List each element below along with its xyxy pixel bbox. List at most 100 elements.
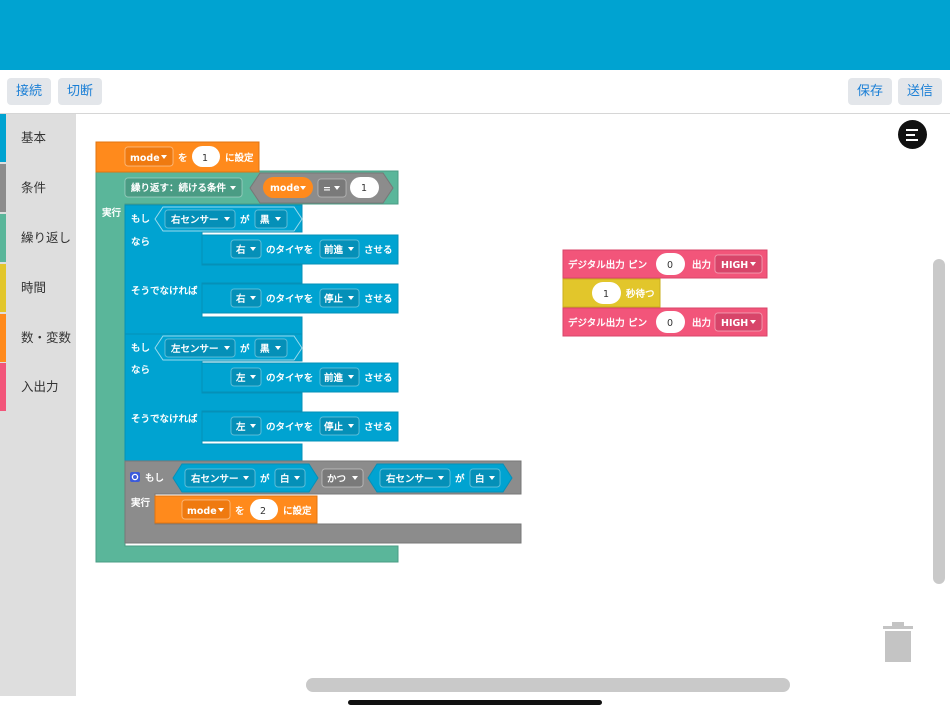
horizontal-scrollbar[interactable] [306,678,790,692]
caret-down-icon [348,375,354,379]
vertical-scrollbar[interactable] [933,259,945,584]
tire-block[interactable]: 右 のタイヤを 停止 させる [201,283,399,314]
color-dropdown[interactable] [469,468,501,488]
caret-down-icon [438,476,444,480]
digital-output-block[interactable]: デジタル出力 ピン 0 出力 HIGH [562,249,768,279]
mode-variable-reporter[interactable] [263,177,313,198]
operator-dropdown[interactable]: = [317,178,347,198]
caret-down-icon [489,476,495,480]
tire-side-dropdown[interactable] [230,288,262,308]
tire-action-dropdown[interactable] [319,239,360,259]
tire-side-dropdown[interactable] [230,416,262,436]
set-value-input[interactable] [192,146,220,167]
mode-variable-dropdown[interactable]: mode [181,499,231,520]
repeat-condition[interactable]: mode = 1 [249,172,394,204]
tire-suffix-label: のタイヤを [266,372,313,384]
if-else-block-left[interactable]: もし 左センサー が 黒 なら そうでなければ [124,333,303,462]
color-label: 白 [475,473,485,485]
if-else-block-right[interactable]: もし 右センサー が 黒 なら そうでなければ [124,204,303,335]
level-dropdown[interactable] [714,254,763,274]
wait-seconds-input[interactable] [592,282,621,304]
app-header-bar [0,0,950,70]
pin-input[interactable] [656,311,685,333]
repeat-block[interactable]: 実行 繰り返す：続ける条件 mode = 1 [95,170,399,563]
set-value-input[interactable] [250,499,278,520]
caret-down-icon [750,320,756,324]
tire-action-dropdown[interactable] [319,288,360,308]
pin-input[interactable] [656,253,685,275]
tire-side-label: 右 [235,244,246,256]
sensor-condition-left[interactable]: 右センサー が 白 [172,463,319,493]
sensor-dropdown[interactable] [379,468,451,488]
send-button[interactable]: 送信 [898,78,943,105]
repeat-mode-dropdown[interactable]: 繰り返す：続ける条件 [124,177,243,198]
tire-side-label: 左 [235,372,246,384]
category-color-bar [0,164,6,212]
caret-down-icon [294,476,300,480]
connect-button[interactable]: 接続 [7,78,52,105]
category-io[interactable]: 入出力 [0,363,76,411]
and-operator-dropdown[interactable]: かつ [321,468,364,488]
color-dropdown[interactable] [254,209,288,229]
caret-down-icon [348,247,354,251]
saseru-label: させる [364,245,393,256]
category-color-bar [0,363,6,411]
caret-down-icon [243,476,249,480]
digital-output-block[interactable]: デジタル出力 ピン 0 出力 HIGH [562,307,768,337]
mode-variable-label: mode [130,153,160,164]
caret-down-icon [275,217,281,221]
tire-action-dropdown[interactable] [319,367,360,387]
if-label: もし [131,214,150,225]
save-button[interactable]: 保存 [848,78,893,105]
block-category-sidebar: 基本 条件 繰り返し 時間 数・変数 入出力 [0,114,76,696]
mode-variable-dropdown[interactable]: mode [124,146,174,167]
sensor-condition-right[interactable]: 右センサー が 白 [367,463,513,493]
caret-down-icon [250,296,256,300]
tire-action-dropdown[interactable] [319,416,360,436]
tire-side-dropdown[interactable] [230,367,262,387]
tire-block[interactable]: 左 のタイヤを 前進 させる [201,362,399,393]
level-dropdown[interactable] [714,312,763,332]
set-mode-block[interactable]: mode を 1 に設定 [95,141,260,173]
tire-side-dropdown[interactable] [230,239,262,259]
category-time[interactable]: 時間 [0,264,76,312]
category-basic[interactable]: 基本 [0,114,76,162]
disconnect-button[interactable]: 切断 [58,78,103,105]
caret-down-icon [230,186,236,190]
gear-icon[interactable] [130,472,140,482]
sensor-label: 右センサー [385,473,434,485]
compare-value-input[interactable] [350,177,379,198]
sensor-condition[interactable]: 右センサー が 黒 [154,206,303,232]
blocks-canvas[interactable]: 実行 繰り返す：続ける条件 mode = 1 [76,114,950,696]
block-workspace[interactable]: 実行 繰り返す：続ける条件 mode = 1 [76,114,950,696]
menu-lines-icon[interactable] [898,120,927,149]
sensor-label: 右センサー [190,473,239,485]
set-value-text: 1 [202,153,208,164]
tire-block[interactable]: 右 のタイヤを 前進 させる [201,234,399,265]
color-dropdown[interactable] [254,338,288,358]
output-label: 出力 [692,259,711,271]
set-suffix-label: に設定 [225,152,254,164]
tire-block[interactable]: 左 のタイヤを 停止 させる [201,411,399,442]
color-dropdown[interactable] [274,468,306,488]
caret-down-icon [300,186,306,190]
category-label: 繰り返し [21,230,72,245]
sensor-dropdown[interactable] [164,338,236,358]
category-loop[interactable]: 繰り返し [0,214,76,262]
category-condition[interactable]: 条件 [0,164,76,212]
sensor-dropdown[interactable] [164,209,236,229]
sensor-dropdown[interactable] [184,468,256,488]
sensor-label: 右センサー [170,214,219,226]
if-and-block[interactable]: もし 実行 右センサー が 白 かつ 右センサー [124,460,522,544]
trash-icon[interactable] [882,622,914,664]
tire-action-label: 停止 [324,293,344,305]
set-suffix-label: に設定 [283,505,312,517]
caret-down-icon [750,262,756,266]
tire-action-label: 前進 [324,372,344,384]
set-wo-label: を [235,506,245,517]
set-mode-block[interactable]: mode を 2 に設定 [154,495,318,524]
wait-block[interactable]: 1 秒待つ [562,278,661,308]
category-variable[interactable]: 数・変数 [0,314,76,362]
caret-down-icon [218,508,224,512]
sensor-condition[interactable]: 左センサー が 黒 [154,335,303,361]
